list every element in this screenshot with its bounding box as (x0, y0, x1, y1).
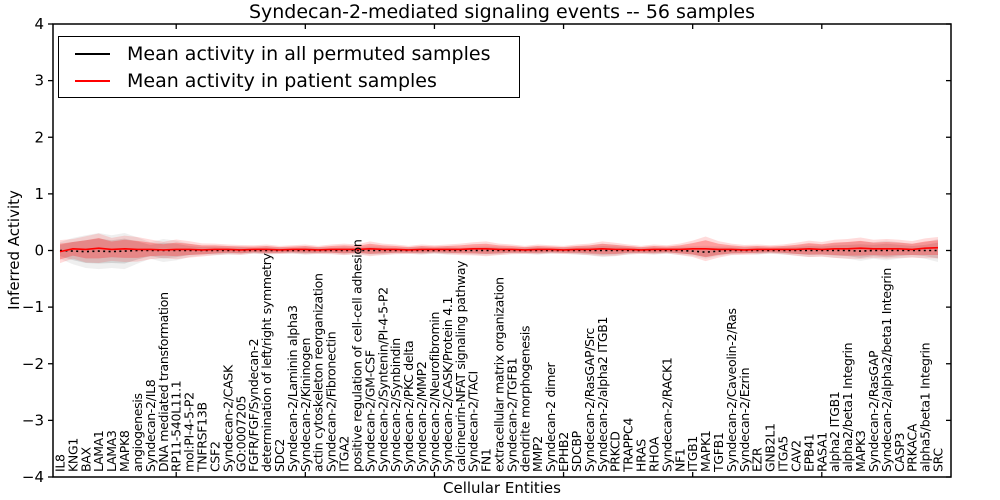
x-category-label: Syndecan-2/MMP2 (414, 361, 429, 472)
x-category-label: LAMA3 (104, 430, 119, 472)
x-category-label: SDCBP (569, 430, 584, 472)
x-category-label: FN1 (479, 448, 494, 472)
x-category-label: Syndecan-2/RasGAP/Src (582, 328, 597, 472)
x-category-label: EPHB2 (556, 432, 571, 472)
x-category-label: MMP2 (530, 436, 545, 472)
x-category-label: Syndecan-2/Laminin alpha3 (285, 305, 300, 472)
x-category-label: IL8 (53, 454, 68, 472)
y-tick-label: 2 (34, 128, 44, 146)
x-category-label: ITGA2 (337, 436, 352, 472)
x-category-label: GO:0007205 (233, 396, 248, 472)
legend-entry-patient: Mean activity in patient samples (59, 67, 519, 94)
y-tick-label: −1 (22, 298, 44, 316)
x-category-label: CAV2 (788, 440, 803, 472)
x-category-label: Syndecan-2/Synbindin (388, 338, 403, 472)
x-category-label: BAX (78, 446, 93, 472)
x-category-label: MAPK8 (117, 430, 132, 472)
patient-mean-line (59, 246, 939, 253)
x-category-label: Syndecan-2/alpha2/beta1 Integrin (879, 268, 894, 472)
y-tick-label: −2 (22, 355, 44, 373)
x-category-label: TNFRSF13B (195, 402, 210, 473)
x-category-label: alpha2 ITGB1 (827, 391, 842, 472)
x-category-label: alpha2/beta1 Integrin (840, 343, 855, 472)
x-category-label: KNG1 (65, 438, 80, 472)
x-category-label: Syndecan-2/Ezrin (737, 368, 752, 472)
x-category-label: RHOA (646, 436, 661, 472)
x-category-label: MAPK3 (853, 430, 868, 472)
x-category-label: positive regulation of cell-cell adhesio… (349, 240, 364, 472)
x-category-label: MAPK1 (698, 430, 713, 472)
patient-samples-band (60, 233, 938, 264)
x-category-label: Syndecan-2/PKC delta (401, 341, 416, 472)
x-category-label: Syndecan-2/Fibronectin (324, 332, 339, 472)
x-category-label: GNB2L1 (763, 423, 778, 472)
x-category-label: Syndecan-2 dimer (543, 361, 558, 472)
x-category-label: Syndecan-2/CASK (220, 364, 235, 472)
legend-entry-permuted: Mean activity in all permuted samples (59, 40, 519, 67)
y-tick-label: 4 (34, 15, 44, 33)
x-category-label: DNA mediated transformation (156, 292, 171, 472)
x-category-label: Syndecan-2/alpha2 ITGB1 (595, 317, 610, 472)
x-category-label: Syndecan-2/CASK/Protein 4.1 (440, 297, 455, 472)
x-category-label: Syndecan-2/TACI (466, 371, 481, 472)
x-category-label: dendrite morphogenesis (517, 326, 532, 472)
x-category-label: SRC (931, 448, 946, 472)
x-category-label: PRKCD (608, 431, 623, 472)
chart-title: Syndecan-2-mediated signaling events -- … (248, 1, 756, 23)
x-category-label: ITGB1 (685, 436, 700, 472)
x-category-label: Syndecan-2/TGFB1 (504, 358, 519, 472)
x-category-label: Syndecan-2/GM-CSF (362, 350, 377, 472)
x-category-label: FGFR/FGF/Syndecan-2 (246, 339, 261, 472)
x-category-label: RP11-540L11.1 (169, 381, 184, 472)
y-tick-label: −4 (22, 468, 44, 486)
x-category-label: TGFB1 (711, 432, 726, 473)
x-category-label: alpha5/beta1 Integrin (918, 343, 933, 472)
x-category-label: Syndecan-2/Kininogen (298, 338, 313, 472)
x-category-label: EPB41 (801, 434, 816, 472)
x-category-label: extracellular matrix organization (492, 277, 507, 472)
legend: Mean activity in all permuted samples Me… (58, 36, 520, 98)
x-category-label: HRAS (634, 439, 649, 472)
x-category-label: determination of left/right symmetry (259, 252, 274, 472)
x-category-label: RASA1 (814, 432, 829, 472)
x-category-label: PRKACA (905, 423, 920, 472)
x-category-label: Syndecan-2/Caveolin-2/Ras (724, 308, 739, 472)
patient-line-swatch (75, 79, 110, 82)
x-category-label: CASP3 (892, 433, 907, 472)
x-category-label: Syndecan-2/Neurofibromin (427, 312, 442, 472)
x-category-label: LAMA1 (91, 430, 106, 472)
x-category-label: EZR (750, 447, 765, 472)
x-category-label: mol:PI-4-5-P2 (182, 392, 197, 472)
x-category-label: Syndecan-2/RACK1 (659, 357, 674, 472)
x-category-label: ITGA5 (776, 436, 791, 472)
x-category-label: Syndecan-2/Syntenin/PI-4-5-P2 (375, 287, 390, 472)
legend-label-patient: Mean activity in patient samples (127, 69, 437, 92)
permuted-line-swatch (75, 52, 110, 55)
y-tick-label: 1 (34, 185, 44, 203)
x-category-label: CSF2 (207, 441, 222, 472)
x-category-label: calcineurin-NFAT signaling pathway (453, 260, 468, 472)
y-tick-label: 0 (34, 242, 44, 260)
x-category-label: actin cytoskeleton reorganization (311, 273, 326, 472)
y-tick-label: 3 (34, 72, 44, 90)
x-category-label: SDC2 (272, 439, 287, 472)
x-category-label: angiogenesis (130, 393, 145, 472)
x-category-label: Syndecan-2/IL8 (143, 379, 158, 472)
x-category-label: NF1 (672, 448, 687, 472)
x-category-label: TRAPPC4 (621, 418, 636, 473)
x-axis-label: Cellular Entities (443, 479, 561, 497)
x-category-label: Syndecan-2/RasGAP (866, 350, 881, 472)
y-tick-label: −3 (22, 411, 44, 429)
legend-label-permuted: Mean activity in all permuted samples (127, 42, 491, 65)
